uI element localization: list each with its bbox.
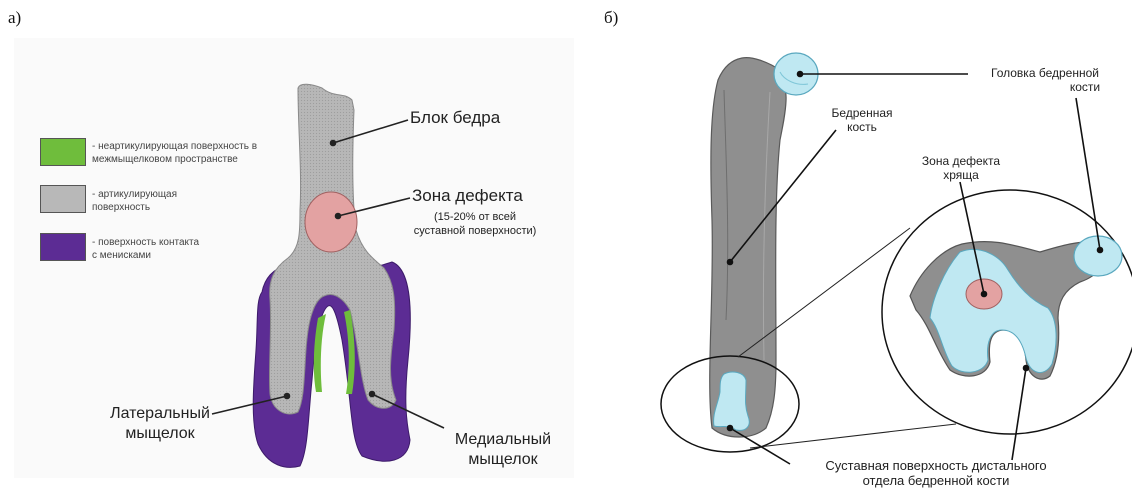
- label-cartilage-defect-line: Зона дефекта: [906, 154, 1016, 168]
- label-articular-surface: Суставная поверхность дистального отдела…: [776, 458, 1096, 488]
- label-cartilage-defect-line: хряща: [906, 168, 1016, 182]
- label-articular-surface-line: Суставная поверхность дистального: [776, 458, 1096, 473]
- label-femur-line: Бедренная: [812, 106, 912, 120]
- label-cartilage-defect: Зона дефекта хряща: [906, 154, 1016, 182]
- label-femur-line: кость: [812, 120, 912, 134]
- label-femoral-head-line: кости: [960, 80, 1130, 94]
- label-articular-surface-line: отдела бедренной кости: [776, 473, 1096, 488]
- label-femoral-head-line: Головка бедренной: [960, 66, 1130, 80]
- label-femur: Бедренная кость: [812, 106, 912, 134]
- label-femoral-head: Головка бедренной кости: [960, 66, 1130, 94]
